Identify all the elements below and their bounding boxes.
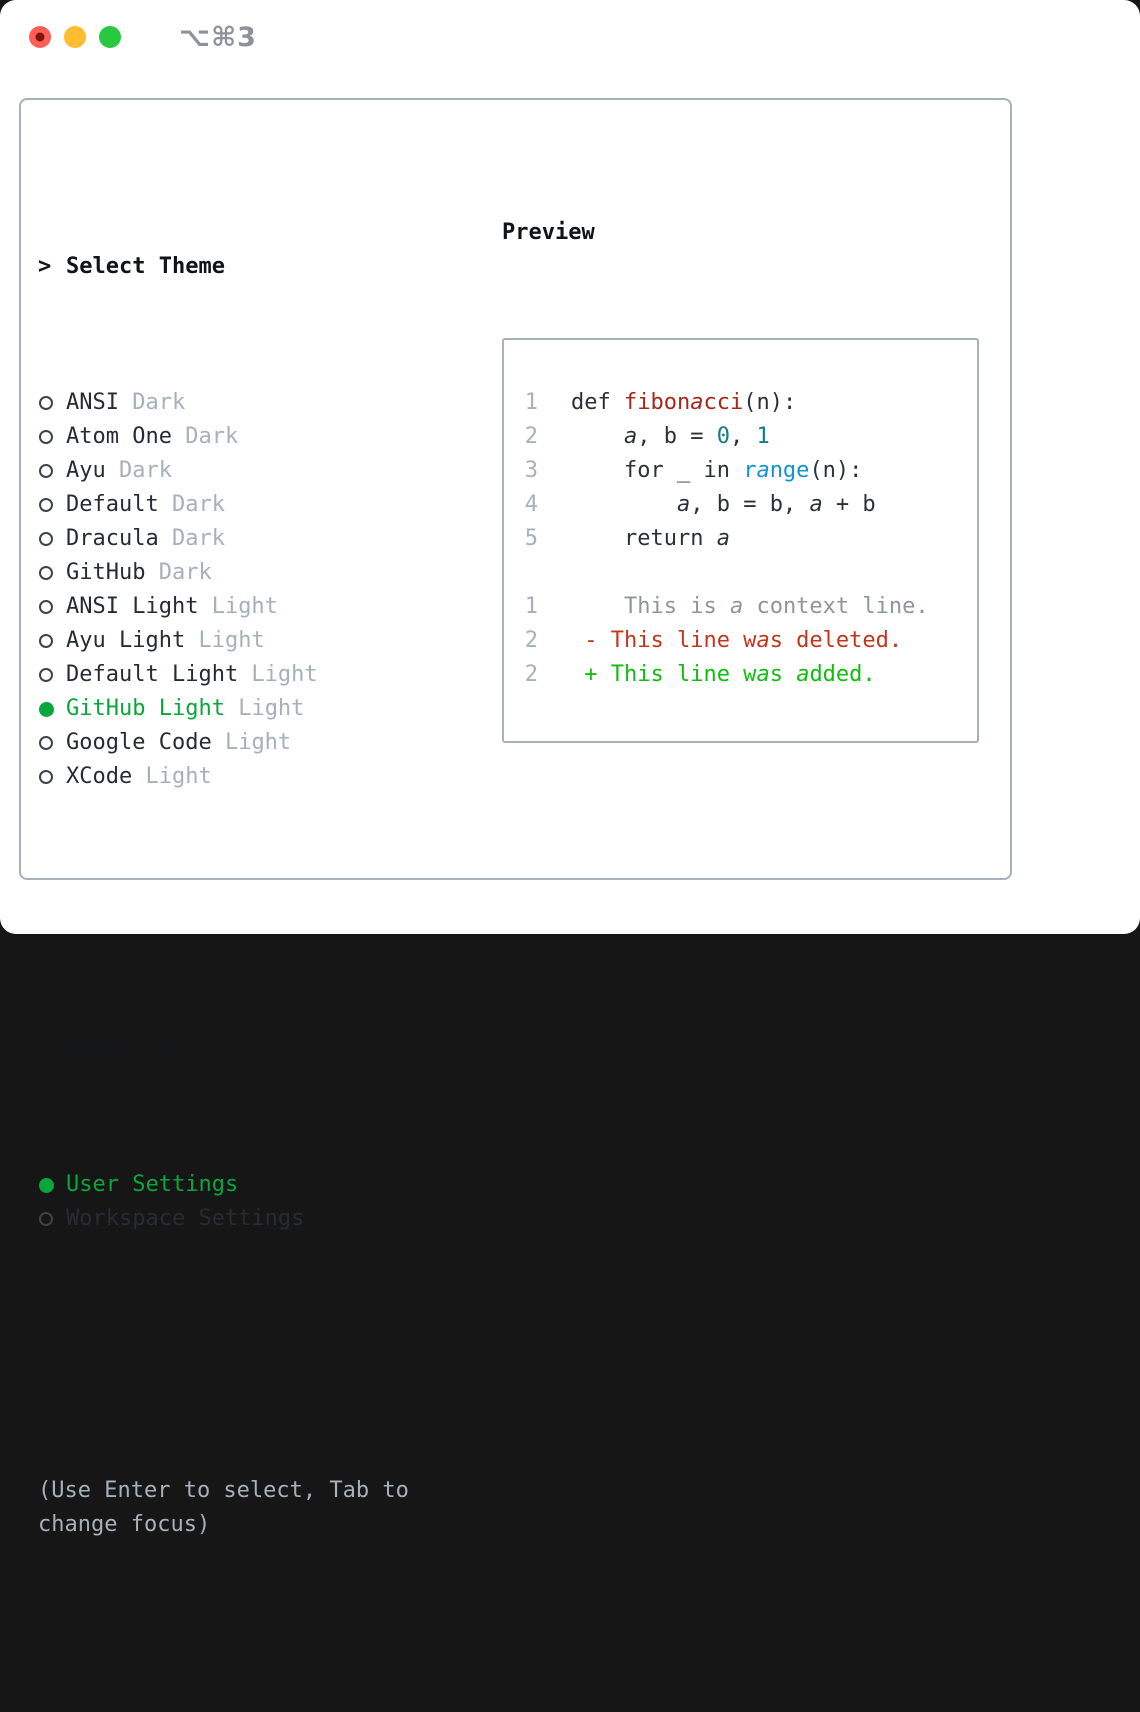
item-label: Dracula [66, 522, 159, 556]
line-number: 2 [524, 658, 538, 692]
item-label: XCode [66, 760, 132, 794]
radio-icon[interactable] [39, 430, 53, 444]
apply-to-header: Apply To [38, 1032, 1010, 1066]
item-variant-tag: Dark [119, 386, 185, 420]
code-line: 2 - This line was deleted. [524, 624, 977, 658]
radio-icon[interactable] [39, 498, 53, 512]
radio-icon[interactable] [39, 600, 53, 614]
item-label: GitHub Light [66, 692, 225, 726]
apply-to-option[interactable]: User Settings [38, 1168, 1010, 1202]
item-label: GitHub [66, 556, 145, 590]
line-number: 2 [524, 624, 538, 658]
window-title: ⌥⌘3 [179, 22, 257, 53]
item-variant-tag: Dark [106, 454, 172, 488]
radio-icon[interactable] [39, 464, 53, 478]
apply-to-title: Apply To [66, 1032, 172, 1066]
code-line: 1 This is a context line. [524, 590, 977, 624]
item-label: Atom One [66, 420, 172, 454]
select-theme-title: Select Theme [66, 250, 225, 284]
item-variant-tag: Dark [159, 522, 225, 556]
radio-icon[interactable] [39, 532, 53, 546]
line-number: 5 [524, 522, 538, 556]
item-variant-tag: Dark [145, 556, 211, 590]
line-number: 2 [524, 420, 538, 454]
radio-selected-icon[interactable] [39, 702, 54, 717]
item-label: Default [66, 488, 159, 522]
hint-line: (Use Enter to select, Tab to [38, 1474, 1010, 1508]
preview-title: Preview [502, 216, 979, 250]
zoom-button[interactable] [99, 26, 121, 48]
close-dot-icon [36, 33, 45, 42]
hint-line: change focus) [38, 1508, 1010, 1542]
apply-to-option[interactable]: Workspace Settings [38, 1202, 1010, 1236]
code-line: 2 + This line was added. [524, 658, 977, 692]
radio-icon[interactable] [39, 668, 53, 682]
code-line: 4 a, b = b, a + b [524, 488, 977, 522]
radio-icon[interactable] [39, 634, 53, 648]
line-number: 1 [524, 590, 538, 624]
item-variant-tag: Light [212, 726, 291, 760]
item-variant-tag: Light [132, 760, 211, 794]
line-number [524, 556, 538, 590]
title-bar: ⌥⌘3 [0, 0, 1140, 74]
item-label: Default Light [66, 658, 238, 692]
code-line: 2 a, b = 0, 1 [524, 420, 977, 454]
item-label: Ayu [66, 454, 106, 488]
code-line: 5 return a [524, 522, 977, 556]
item-variant-tag: Light [185, 624, 264, 658]
item-label: User Settings [66, 1168, 238, 1202]
radio-icon[interactable] [39, 736, 53, 750]
line-number: 1 [524, 386, 538, 420]
line-number: 4 [524, 488, 538, 522]
traffic-lights [29, 26, 121, 48]
prompt-icon: > [38, 250, 51, 284]
item-label: Workspace Settings [66, 1202, 304, 1236]
item-variant-tag: Dark [159, 488, 225, 522]
radio-selected-icon[interactable] [39, 1178, 54, 1193]
item-variant-tag: Light [198, 590, 277, 624]
item-label: ANSI Light [66, 590, 198, 624]
close-button[interactable] [29, 26, 51, 48]
item-label: Google Code [66, 726, 212, 760]
radio-icon[interactable] [39, 770, 53, 784]
radio-icon[interactable] [39, 566, 53, 580]
line-number: 3 [524, 454, 538, 488]
code-line: 3 for _ in range(n): [524, 454, 977, 488]
code-line [524, 556, 977, 590]
item-variant-tag: Dark [172, 420, 238, 454]
item-label: ANSI [66, 386, 119, 420]
minimize-button[interactable] [64, 26, 86, 48]
item-variant-tag: Light [225, 692, 304, 726]
radio-icon[interactable] [39, 1212, 53, 1226]
item-label: Ayu Light [66, 624, 185, 658]
item-variant-tag: Light [238, 658, 317, 692]
radio-icon[interactable] [39, 396, 53, 410]
